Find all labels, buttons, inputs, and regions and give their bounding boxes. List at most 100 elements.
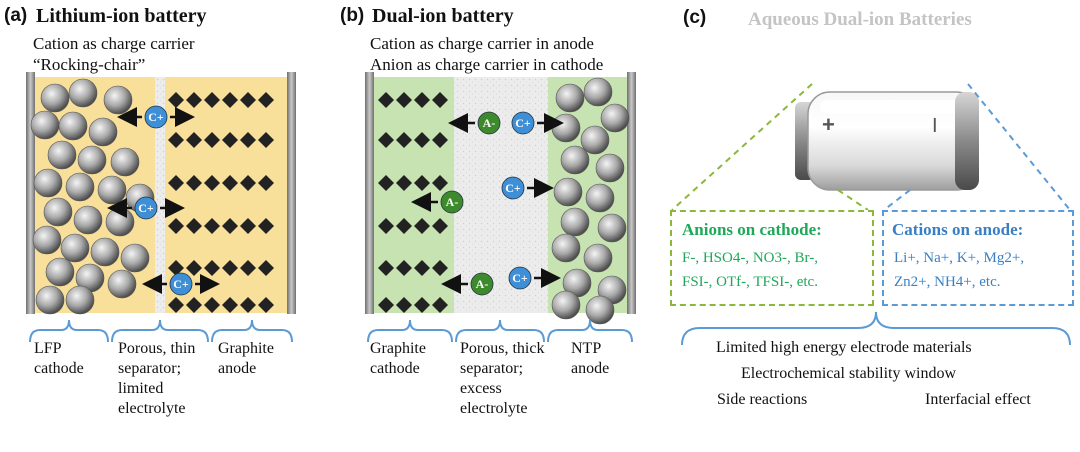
graphite-flake (222, 297, 238, 313)
cation (508, 266, 532, 290)
component-brackets (29, 319, 633, 343)
separator-b-label: Porous, thick separator; excess electrol… (460, 340, 545, 417)
graphite-flake (414, 297, 430, 313)
cation-label: C+ (512, 271, 528, 285)
component-bracket (211, 319, 293, 343)
graphite-cathode-region (372, 77, 454, 313)
graphite-flake (240, 132, 256, 148)
graphite-flake (414, 175, 430, 191)
green-connector-right (837, 189, 869, 211)
component-bracket (455, 319, 545, 343)
graphite-flake (396, 297, 412, 313)
panel-a-subtitle-2: “Rocking-chair” (33, 55, 146, 74)
electrode-particle (560, 207, 590, 237)
panel-a-subtitle-1: Cation as charge carrier (33, 34, 195, 53)
cation (501, 176, 525, 200)
graphite-flake (186, 218, 202, 234)
graphite-flake (240, 260, 256, 276)
cation (169, 272, 193, 296)
graphite-flake (168, 132, 184, 148)
cation-label: C+ (173, 277, 189, 291)
anion (477, 111, 501, 135)
graphite-flake (186, 92, 202, 108)
graphite-flake (414, 260, 430, 276)
component-bracket (111, 319, 209, 343)
separator-a-label: Porous, thin separator; limited electrol… (118, 340, 196, 417)
cation (134, 196, 158, 220)
green-connector-left (671, 83, 813, 211)
anion-label: A- (446, 195, 459, 209)
graphite-flake (378, 132, 394, 148)
graphite-layers-b (378, 92, 448, 313)
panel-c-label: (c) (683, 7, 707, 28)
lfp-cathode-label: LFP cathode (34, 340, 84, 377)
electrode-particle (105, 207, 135, 237)
graphite-flake (396, 92, 412, 108)
electrode-particle (597, 213, 627, 243)
electrode-particle (103, 85, 133, 115)
electrode-particle (97, 175, 127, 205)
graphite-flake (378, 175, 394, 191)
cation (144, 105, 168, 129)
graphite-flake (432, 297, 448, 313)
panel-c-title: Aqueous Dual-ion Batteries (748, 9, 972, 30)
graphite-flake (414, 92, 430, 108)
graphite-flake (414, 132, 430, 148)
challenges-bracket (681, 311, 1071, 346)
graphite-flake (168, 297, 184, 313)
electrode-particle (580, 125, 610, 155)
electrode-particle (35, 285, 65, 315)
blue-connector-left (883, 189, 911, 211)
cation-label: C+ (515, 116, 531, 130)
challenge-4: Interfacial effect (925, 391, 1031, 408)
graphite-flake (204, 132, 220, 148)
electrode-particle (553, 177, 583, 207)
graphite-flake (396, 175, 412, 191)
electrode-particle (40, 83, 70, 113)
current-collector-right-b (627, 72, 636, 314)
electrode-particle (585, 295, 615, 325)
graphite-flake (186, 260, 202, 276)
panel-a-label: (a) (4, 5, 28, 26)
cation-label: C+ (138, 201, 154, 215)
electrode-particle (583, 243, 613, 273)
graphite-cathode-label: Graphite cathode (370, 340, 426, 377)
graphite-flake (258, 297, 274, 313)
electrode-particle (60, 233, 90, 263)
ions-b: A-A-A-C+C+C+ (411, 111, 564, 296)
cations-title: Cations on anode: (892, 220, 1024, 239)
blue-connector-right (967, 83, 1071, 211)
panel-b-label: (b) (340, 5, 365, 26)
minus-sign: I (932, 115, 938, 137)
electrode-particle (551, 233, 581, 263)
electrode-particle (560, 145, 590, 175)
electrode-particle (77, 145, 107, 175)
ntp-particles (551, 77, 630, 325)
graphite-anode-label: Graphite anode (218, 340, 274, 377)
anions-line-1: F-, HSO4-, NO3-, Br-, (682, 250, 818, 266)
electrode-particle (33, 168, 63, 198)
current-collector-left-b (365, 72, 374, 314)
graphite-flake (258, 92, 274, 108)
graphite-flake (240, 297, 256, 313)
electrode-particle (88, 117, 118, 147)
graphite-flake (258, 260, 274, 276)
panel-a-title: Lithium-ion battery (36, 5, 207, 27)
graphite-flake (240, 218, 256, 234)
graphite-flake (378, 92, 394, 108)
electrode-particle (600, 103, 630, 133)
graphite-flake (240, 175, 256, 191)
cation-label: C+ (505, 181, 521, 195)
electrode-particle (595, 153, 625, 183)
electrode-particle (551, 290, 581, 320)
ions-a: C+C+C+ (107, 105, 220, 296)
electrode-particle (65, 285, 95, 315)
graphite-flake (222, 260, 238, 276)
graphite-flake (168, 92, 184, 108)
electrode-particle (68, 78, 98, 108)
electrode-particle (65, 172, 95, 202)
graphite-flake (204, 260, 220, 276)
graphite-flake (396, 132, 412, 148)
graphite-flake (168, 260, 184, 276)
